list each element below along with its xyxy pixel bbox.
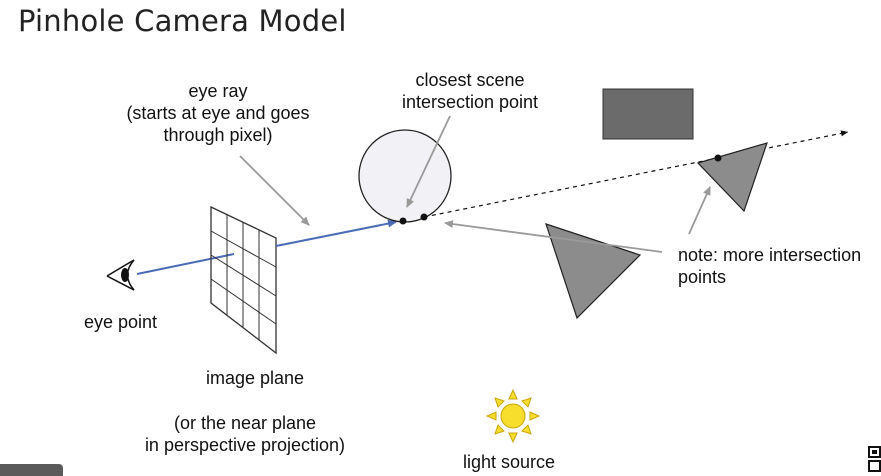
triangle-object-lower <box>545 223 642 320</box>
near-plane-label: (or the near plane in perspective projec… <box>144 413 346 455</box>
eye-icon <box>106 259 135 291</box>
closest-point-pointer-arrow <box>406 115 451 208</box>
eye-ray-pointer-arrow <box>239 155 310 226</box>
image-plane-grid <box>210 205 277 355</box>
more-intersections-label: note: more intersection points <box>678 245 862 287</box>
note-pointer-arrow-up <box>688 186 711 235</box>
ray-continuation <box>423 130 849 218</box>
intersection-point-2 <box>420 213 428 221</box>
eye-ray-label: eye ray (starts at eye and goes through … <box>126 81 310 145</box>
closest-intersection-point <box>399 217 407 225</box>
corner-overlay-icon <box>868 446 881 472</box>
closest-intersection-label: closest scene intersection point <box>401 70 539 112</box>
note-pointer-arrow-left <box>444 220 663 253</box>
image-plane-label: image plane <box>206 368 305 388</box>
eye-ray-segment-1 <box>136 253 235 275</box>
rectangle-object <box>602 88 694 140</box>
eye-point-label: eye point <box>84 312 158 332</box>
triangle-object-upper <box>696 142 768 213</box>
corner-overlay-bar <box>0 464 63 476</box>
eye-ray-segment-2 <box>275 219 397 247</box>
sun-icon <box>485 388 541 444</box>
page-title: Pinhole Camera Model <box>18 4 347 38</box>
light-source-label: light source <box>463 452 556 472</box>
intersection-point-3 <box>714 154 722 162</box>
